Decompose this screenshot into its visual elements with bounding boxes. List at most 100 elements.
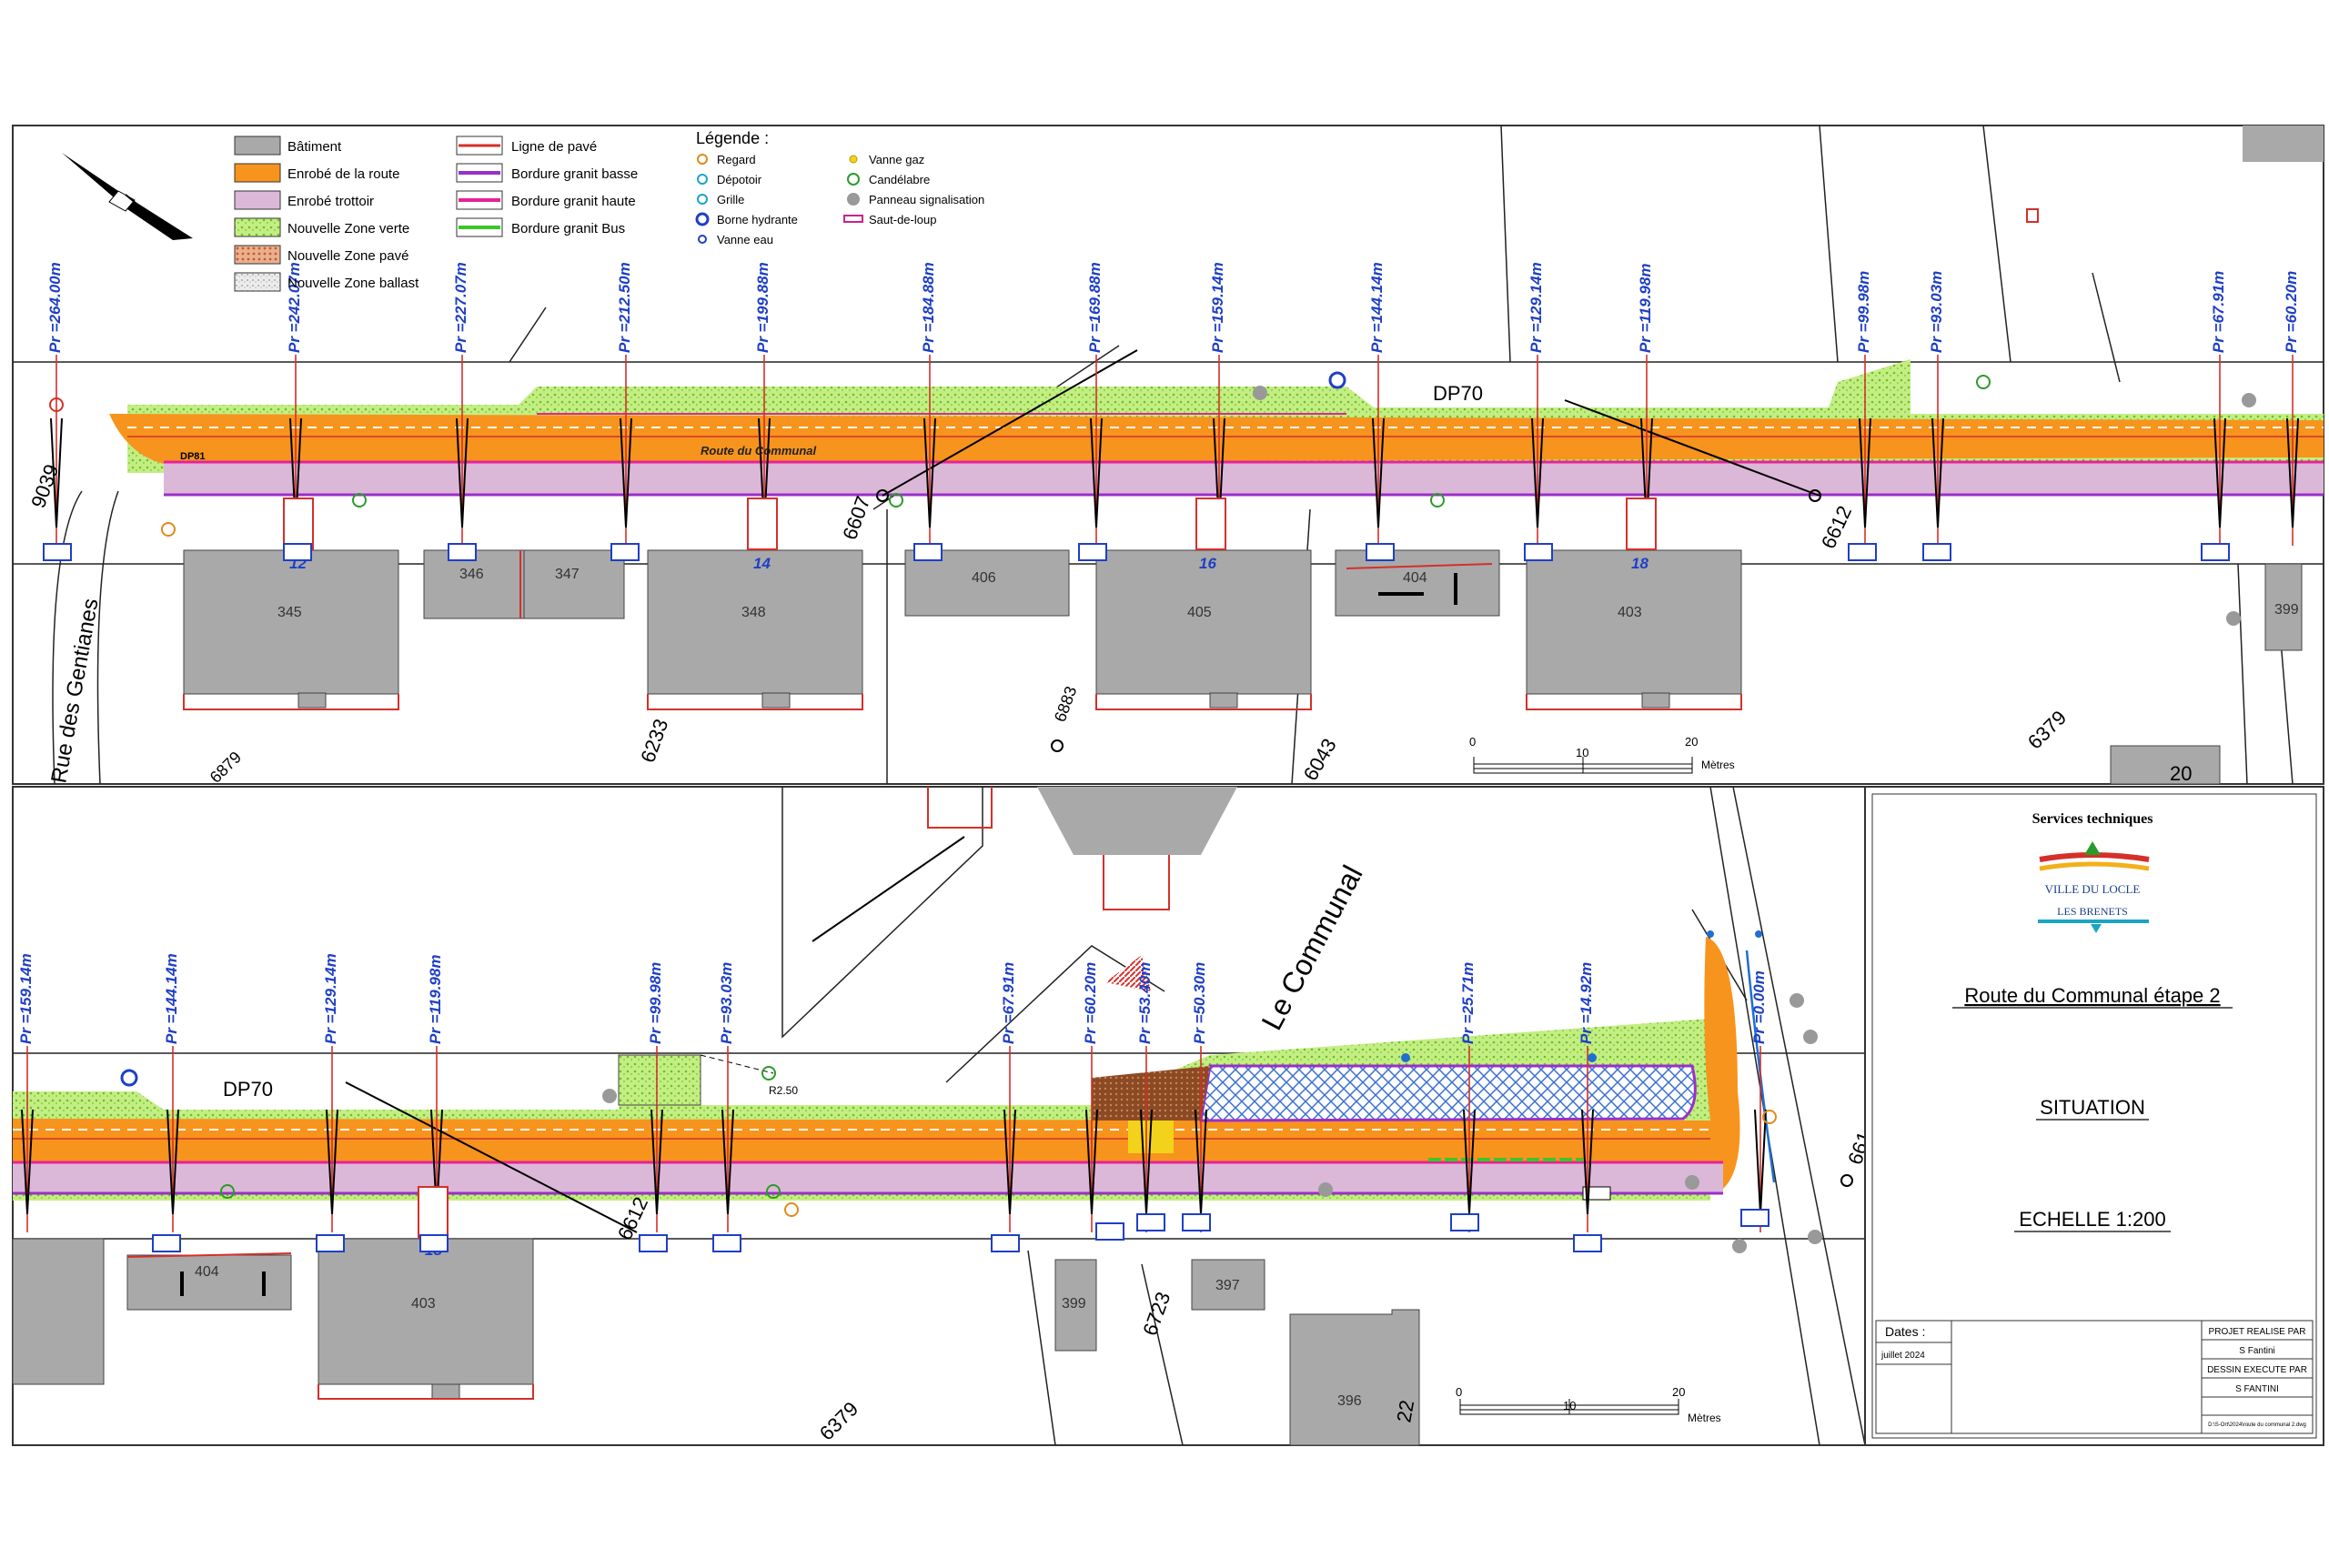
vanne-eau-icon (698, 235, 707, 244)
bottom-building-labels: 404 403 399 397 396 (195, 1264, 1362, 1409)
top-profile-label: Pr =129.14m (1527, 262, 1545, 353)
bottom-scale-0: 0 (1456, 1385, 1462, 1399)
dessin-label: DESSIN EXECUTE PAR (2207, 1365, 2307, 1375)
legend-symbols-title: Légende : (696, 129, 769, 147)
ville-du-locle-logo: VILLE DU LOCLE LES BRENETS (2038, 841, 2150, 933)
north-arrow-icon (62, 153, 193, 240)
legend-borne-hydrante: Borne hydrante (717, 213, 798, 226)
bottom-profile-tick (1085, 1109, 1098, 1215)
bottom-curve-label: R2.50 (769, 1084, 798, 1097)
dessin-value: S FANTINI (2235, 1384, 2279, 1394)
top-scale-bar: 0 10 20 Mètres (1469, 735, 1735, 774)
parcel-6043: 6043 (1299, 735, 1341, 785)
logo-ville-du-locle: VILLE DU LOCLE (2045, 882, 2141, 896)
building-347: 347 (555, 567, 580, 582)
bottom-profile-label: Pr =67.91m (1000, 962, 1017, 1044)
bottom-profile-tick (1581, 1109, 1594, 1215)
bottom-profile-label: Pr =53.40m (1136, 962, 1154, 1044)
bottom-scale-20: 20 (1672, 1385, 1685, 1399)
bottom-profile-label: Pr =14.92m (1578, 962, 1595, 1044)
bottom-profile-tick (1003, 1109, 1016, 1215)
bottom-profile-tick (650, 1109, 663, 1215)
top-profile-label: Pr =242.07m (286, 262, 303, 353)
parcel-20: 20 (2170, 762, 2192, 785)
legend-vanne-gaz: Vanne gaz (869, 153, 924, 166)
building-399: 399 (2274, 602, 2299, 618)
bottom-profile-label: Pr =50.30m (1191, 962, 1208, 1044)
top-profile-tick (1531, 417, 1544, 528)
legend-line-granit-haute: Bordure granit haute (511, 194, 636, 209)
top-scale-20: 20 (1685, 735, 1698, 749)
top-scale-0: 0 (1469, 735, 1476, 749)
bottom-parcel-22: 22 (1392, 1398, 1418, 1423)
top-profile-tick (1090, 417, 1103, 528)
top-profile-label: Pr =264.00m (46, 262, 64, 353)
building-346: 346 (459, 567, 484, 582)
top-profile-label: Pr =99.98m (1855, 271, 1872, 353)
dp81-label: DP81 (180, 451, 206, 462)
top-profile-label: Pr =144.14m (1368, 262, 1386, 353)
bottom-profile-tick (166, 1109, 179, 1215)
bottom-network-symbols (120, 930, 1853, 1253)
top-profile-tick (1931, 417, 1944, 528)
street-gentianes: Rue des Gentianes (46, 597, 103, 785)
top-network-symbols (49, 371, 2256, 752)
bottom-profile-label: Pr =144.14m (163, 953, 180, 1044)
legend-area-batiment: Bâtiment (287, 139, 342, 155)
bottom-building-403: 403 (411, 1296, 436, 1312)
parcel-6233: 6233 (636, 716, 672, 766)
parcel-6607: 6607 (838, 493, 874, 543)
top-profile-tick (1859, 417, 1871, 528)
vanne-gaz-icon (849, 155, 858, 164)
legend-area-zone-verte: Nouvelle Zone verte (287, 221, 409, 236)
house-number-18: 18 (1631, 555, 1648, 572)
legend-regard: Regard (717, 153, 756, 166)
legend-line-pave: Ligne de pavé (511, 139, 597, 155)
building-348: 348 (741, 605, 766, 620)
title-project: Route du Communal étape 2 (1964, 984, 2220, 1007)
legend-area-enrobe-trottoir: Enrobé trottoir (287, 194, 374, 209)
depotoir-icon (697, 174, 708, 185)
legend-depotoir: Dépotoir (717, 173, 762, 186)
bottom-dp70-label: DP70 (223, 1078, 273, 1101)
title-service: Services techniques (2032, 811, 2153, 827)
bottom-profile-label: Pr =99.98m (647, 962, 664, 1044)
top-road-name: Route du Communal (701, 444, 816, 457)
top-profile-label: Pr =67.91m (2210, 271, 2227, 353)
bottom-buildings (12, 1186, 1420, 1446)
realise-value: S Fantini (2239, 1346, 2274, 1356)
file-ref: D:\S-Ort\2024\route du communal 2.dwg (2208, 1422, 2306, 1428)
top-profile-tick (456, 417, 469, 528)
legend-area-zone-ballast: Nouvelle Zone ballast (287, 276, 419, 291)
building-403: 403 (1618, 605, 1642, 620)
top-profile-label: Pr =227.07m (452, 262, 469, 353)
title-subject: SITUATION (2040, 1096, 2145, 1119)
building-406: 406 (972, 570, 996, 586)
saut-de-loup-icon (843, 215, 863, 223)
bottom-building-404: 404 (195, 1264, 219, 1280)
top-dp70-label: DP70 (1433, 382, 1483, 405)
building-405: 405 (1187, 605, 1212, 620)
bottom-profile-label: Pr =129.14m (322, 953, 339, 1044)
legend-grille: Grille (717, 193, 744, 206)
bottom-profile-label: Pr =25.71m (1459, 962, 1477, 1044)
top-profile-label: Pr =199.88m (754, 262, 771, 353)
borne-hydrante-icon (695, 212, 710, 226)
top-profile-tick (1372, 417, 1385, 528)
street-le-communal: Le Communal (1255, 859, 1368, 1035)
bottom-parcel-6723: 6723 (1138, 1289, 1175, 1339)
bottom-profile-tick (326, 1109, 338, 1215)
bottom-parcel-6379: 6379 (815, 1397, 862, 1444)
building-345: 345 (277, 605, 302, 620)
title-block: Services techniques VILLE DU LOCLE LES B… (1864, 786, 2324, 1446)
regard-icon (697, 154, 708, 165)
top-profile-label: Pr =169.88m (1086, 262, 1104, 353)
bottom-profile-tick (721, 1109, 734, 1215)
realise-label: PROJET REALISE PAR (2209, 1327, 2306, 1337)
legend-candelabre: Candélabre (869, 173, 930, 186)
top-profile-label: Pr =184.88m (920, 262, 937, 353)
bottom-profile-label: Pr =93.03m (718, 962, 735, 1044)
legend-area-enrobe-route: Enrobé de la route (287, 166, 399, 182)
